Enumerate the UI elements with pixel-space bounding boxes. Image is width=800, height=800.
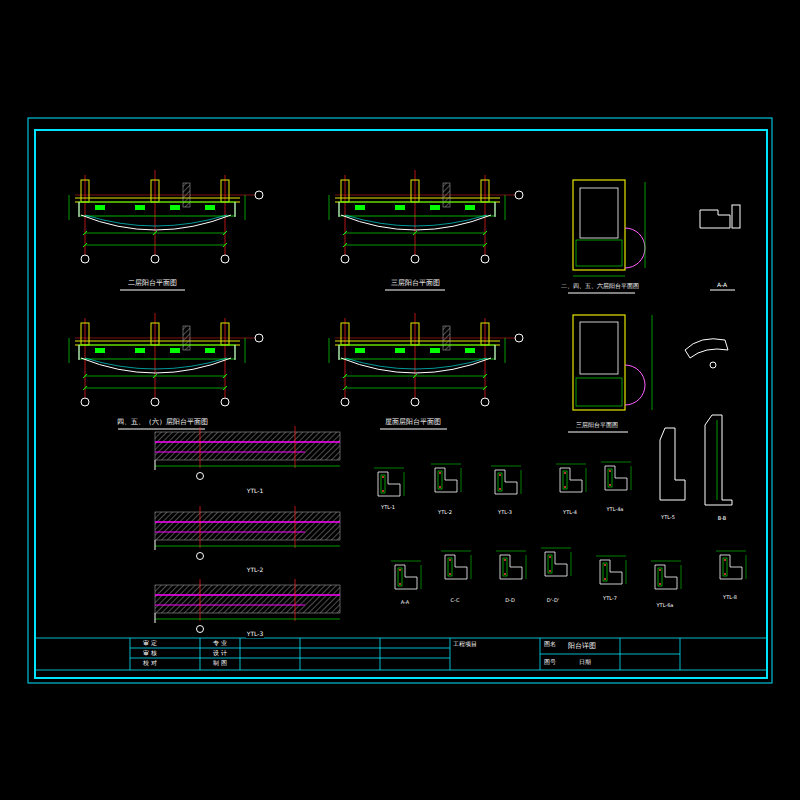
drawing-label: YTL-4 [562, 510, 578, 516]
drawing-label: 二层阳台平面图 [127, 280, 178, 288]
drawing-label: C-C [450, 598, 461, 604]
drawing-label: 图号 [543, 659, 557, 666]
drawing-label: YTL-5 [660, 515, 676, 521]
drawing-label: 设 计 [212, 650, 228, 657]
drawing-label: 制 图 [212, 660, 228, 667]
drawing-label: 审 定 [142, 640, 158, 647]
drawing-label: 图名 [543, 641, 557, 648]
drawing-label: 四、五、（六）层阳台平面图 [116, 419, 209, 427]
drawing-label: D-D [504, 598, 516, 604]
drawing-label: 屋面层阳台平面图 [384, 419, 442, 427]
drawing-label: A-A [716, 282, 728, 289]
drawing-label: 日期 [578, 659, 592, 666]
drawing-label: D'-D' [546, 598, 560, 604]
drawing-label: YTL-1 [380, 505, 396, 511]
drawing-label: YTL-6a [656, 603, 675, 609]
drawing-label: YTL-2 [246, 567, 265, 574]
drawing-label: 二、四、五、六层阳台平面图 [560, 283, 640, 290]
drawing-label: 工程项目 [452, 641, 478, 648]
drawing-label: YTL-3 [497, 510, 513, 516]
drawing-label: 校 对 [142, 660, 158, 667]
drawing-label: 审 核 [142, 650, 158, 657]
drawing-label: A-A [400, 600, 410, 606]
drawing-label: YTL-3 [246, 631, 265, 638]
drawing-label: YTL-1 [246, 488, 265, 495]
drawing-label: YTL-4a [606, 507, 625, 513]
drawing-label: 专 业 [212, 640, 228, 647]
drawing-label: 三层阳台平面图 [575, 422, 619, 429]
drawing-label: YTL-8 [722, 595, 738, 601]
drawing-label: B-B [717, 516, 728, 522]
drawing-label: 阳台详图 [567, 643, 597, 651]
drawing-label: YTL-7 [602, 596, 618, 602]
drawing-label: 三层阳台平面图 [390, 280, 441, 288]
drawing-label: YTL-2 [437, 510, 453, 516]
